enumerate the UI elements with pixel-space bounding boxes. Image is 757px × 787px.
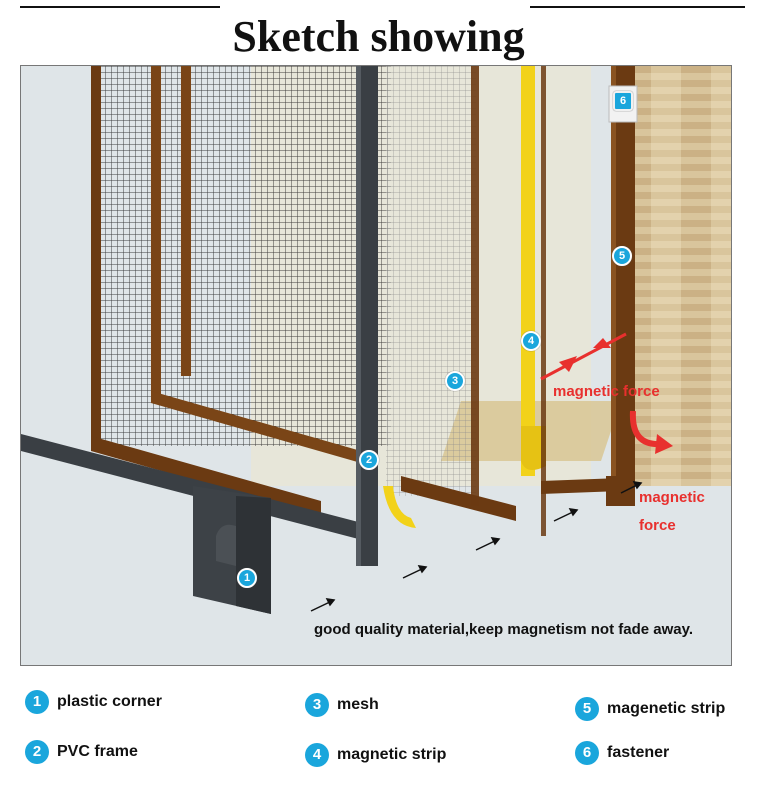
legend-badge-5: 5: [575, 697, 599, 721]
quality-note: good quality material,keep magnetism not…: [314, 621, 693, 638]
legend-label-5: magenetic strip: [607, 700, 726, 717]
top-rule-right: [530, 6, 745, 8]
assembly-illustration: [21, 66, 731, 665]
legend-badge-4: 4: [305, 743, 329, 767]
top-rule-left: [20, 6, 220, 8]
callout-4: 4: [521, 331, 541, 351]
magnetic-force-label-bottom-line2: force: [639, 517, 676, 534]
callout-5: 5: [612, 246, 632, 266]
legend-badge-6: 6: [575, 741, 599, 765]
callout-6: 6: [613, 91, 633, 111]
legend-label-2: PVC frame: [57, 743, 138, 760]
legend-badge-3: 3: [305, 693, 329, 717]
callout-3: 3: [445, 371, 465, 391]
magnetic-force-label-top: magnetic force: [553, 383, 660, 400]
legend-badge-1: 1: [25, 690, 49, 714]
legend-label-3: mesh: [337, 696, 379, 713]
legend-label-6: fastener: [607, 744, 670, 761]
legend-label-1: plastic corner: [57, 693, 162, 710]
assembly-sketch: 1 2 3 4 5 6 magnetic force magnetic forc…: [20, 65, 732, 666]
legend-badge-2: 2: [25, 740, 49, 764]
legend-item-1: 1 plastic corner: [25, 689, 162, 715]
legend-item-2: 2 PVC frame: [25, 739, 138, 765]
legend-item-4: 4 magnetic strip: [305, 742, 446, 768]
legend-item-6: 6 fastener: [575, 740, 669, 766]
legend-item-5: 5 magenetic strip: [575, 696, 725, 722]
callout-1: 1: [237, 568, 257, 588]
legend-item-3: 3 mesh: [305, 692, 379, 718]
page-title: Sketch showing: [232, 12, 525, 61]
callout-2: 2: [359, 450, 379, 470]
legend-label-4: magnetic strip: [337, 746, 447, 763]
magnetic-force-label-bottom-line1: magnetic: [639, 489, 705, 506]
